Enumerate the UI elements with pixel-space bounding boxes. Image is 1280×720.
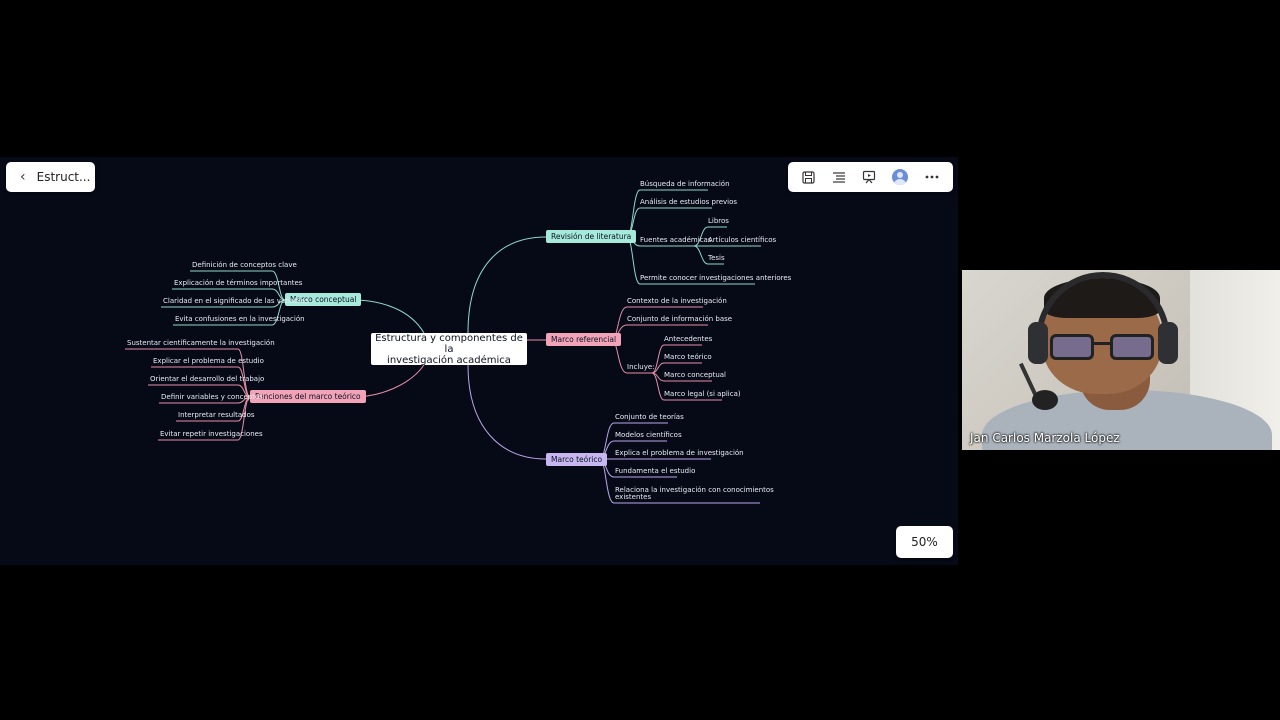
- mindmap-node[interactable]: Explicación de términos importantes: [174, 279, 303, 287]
- mindmap-node[interactable]: Modelos científicos: [615, 431, 682, 439]
- headset-band: [1036, 272, 1170, 342]
- presentation-icon[interactable]: [862, 170, 876, 184]
- zoom-level-button[interactable]: 50%: [896, 526, 953, 558]
- glasses-lens: [1110, 334, 1154, 360]
- save-icon[interactable]: [802, 170, 815, 184]
- back-title-pill[interactable]: ‹ Estruct...: [6, 162, 95, 192]
- mindmap-node[interactable]: Antecedentes: [664, 335, 713, 343]
- glasses: [1050, 334, 1154, 360]
- mindmap-node[interactable]: Sustentar científicamente la investigaci…: [127, 339, 275, 347]
- mindmap-node[interactable]: Búsqueda de información: [640, 180, 730, 188]
- mindmap-node[interactable]: Evitar repetir investigaciones: [160, 430, 263, 438]
- shared-screen: Estructura y componentes de la investiga…: [0, 157, 958, 565]
- mindmap-node[interactable]: Artículos científicos: [708, 236, 777, 244]
- microphone-arm: [1019, 362, 1037, 396]
- mindmap-node[interactable]: Fundamenta el estudio: [615, 467, 696, 475]
- participant-name: Jan Carlos Marzola López: [970, 431, 1120, 445]
- participant-video-tile: Jan Carlos Marzola López: [962, 270, 1280, 450]
- mindmap-node[interactable]: Evita confusiones en la investigación: [175, 315, 305, 323]
- branch-revision-literatura[interactable]: Revisión de literatura: [546, 230, 637, 243]
- user-avatar-icon[interactable]: [892, 169, 909, 185]
- mindmap-node[interactable]: Claridad en el significado de las variab…: [163, 297, 309, 305]
- branch-marco-teorico[interactable]: Marco teórico: [546, 453, 608, 466]
- mindmap-node[interactable]: Contexto de la investigación: [627, 297, 727, 305]
- mindmap-node[interactable]: Explica el problema de investigación: [615, 449, 744, 457]
- mindmap-node[interactable]: Libros: [708, 217, 729, 225]
- mindmap-node[interactable]: Relaciona la investigación con conocimie…: [615, 486, 774, 494]
- back-chevron-icon[interactable]: ‹: [20, 169, 26, 185]
- mindmap-node[interactable]: Fuentes académicas: [640, 236, 712, 244]
- branch-funciones-marco-teorico[interactable]: Funciones del marco teórico: [250, 390, 366, 403]
- mindmap-node[interactable]: Conjunto de información base: [627, 315, 733, 323]
- glasses-lens: [1050, 334, 1094, 360]
- outline-list-icon[interactable]: [832, 171, 846, 184]
- branch-marco-referencial[interactable]: Marco referencial: [546, 333, 622, 346]
- mindmap-node[interactable]: Marco conceptual: [664, 371, 726, 379]
- mindmap-node[interactable]: Tesis: [708, 254, 725, 262]
- board-title[interactable]: Estruct...: [36, 170, 91, 184]
- headset-cup: [1028, 322, 1048, 364]
- top-toolbar: [788, 162, 953, 192]
- mindmap-node[interactable]: Explicar el problema de estudio: [153, 357, 264, 365]
- mindmap-node[interactable]: Definición de conceptos clave: [192, 261, 297, 269]
- mindmap-node[interactable]: Orientar el desarrollo del trabajo: [150, 375, 265, 383]
- headset-cup: [1158, 322, 1178, 364]
- branch-marco-conceptual[interactable]: Marco conceptual: [285, 293, 362, 306]
- more-icon[interactable]: [925, 175, 939, 179]
- mindmap-node[interactable]: Permite conocer investigaciones anterior…: [640, 274, 792, 282]
- central-topic-line1: Estructura y componentes de la: [375, 332, 523, 355]
- mindmap-node[interactable]: Marco legal (si aplica): [664, 390, 741, 398]
- mindmap-node[interactable]: Marco teórico: [664, 353, 712, 361]
- central-topic[interactable]: Estructura y componentes de la investiga…: [371, 332, 527, 366]
- mindmap-node[interactable]: existentes: [615, 493, 652, 501]
- mindmap-node[interactable]: Interpretar resultados: [178, 411, 255, 419]
- microphone: [1032, 390, 1058, 410]
- mindmap-node[interactable]: Análisis de estudios previos: [640, 198, 738, 206]
- glasses-bridge: [1094, 342, 1110, 345]
- central-topic-line2: investigación académica: [387, 354, 511, 366]
- mindmap-node[interactable]: Incluye:: [627, 363, 655, 371]
- mindmap-node[interactable]: Definir variables y conceptos: [161, 393, 263, 401]
- mindmap-node[interactable]: Conjunto de teorías: [615, 413, 684, 421]
